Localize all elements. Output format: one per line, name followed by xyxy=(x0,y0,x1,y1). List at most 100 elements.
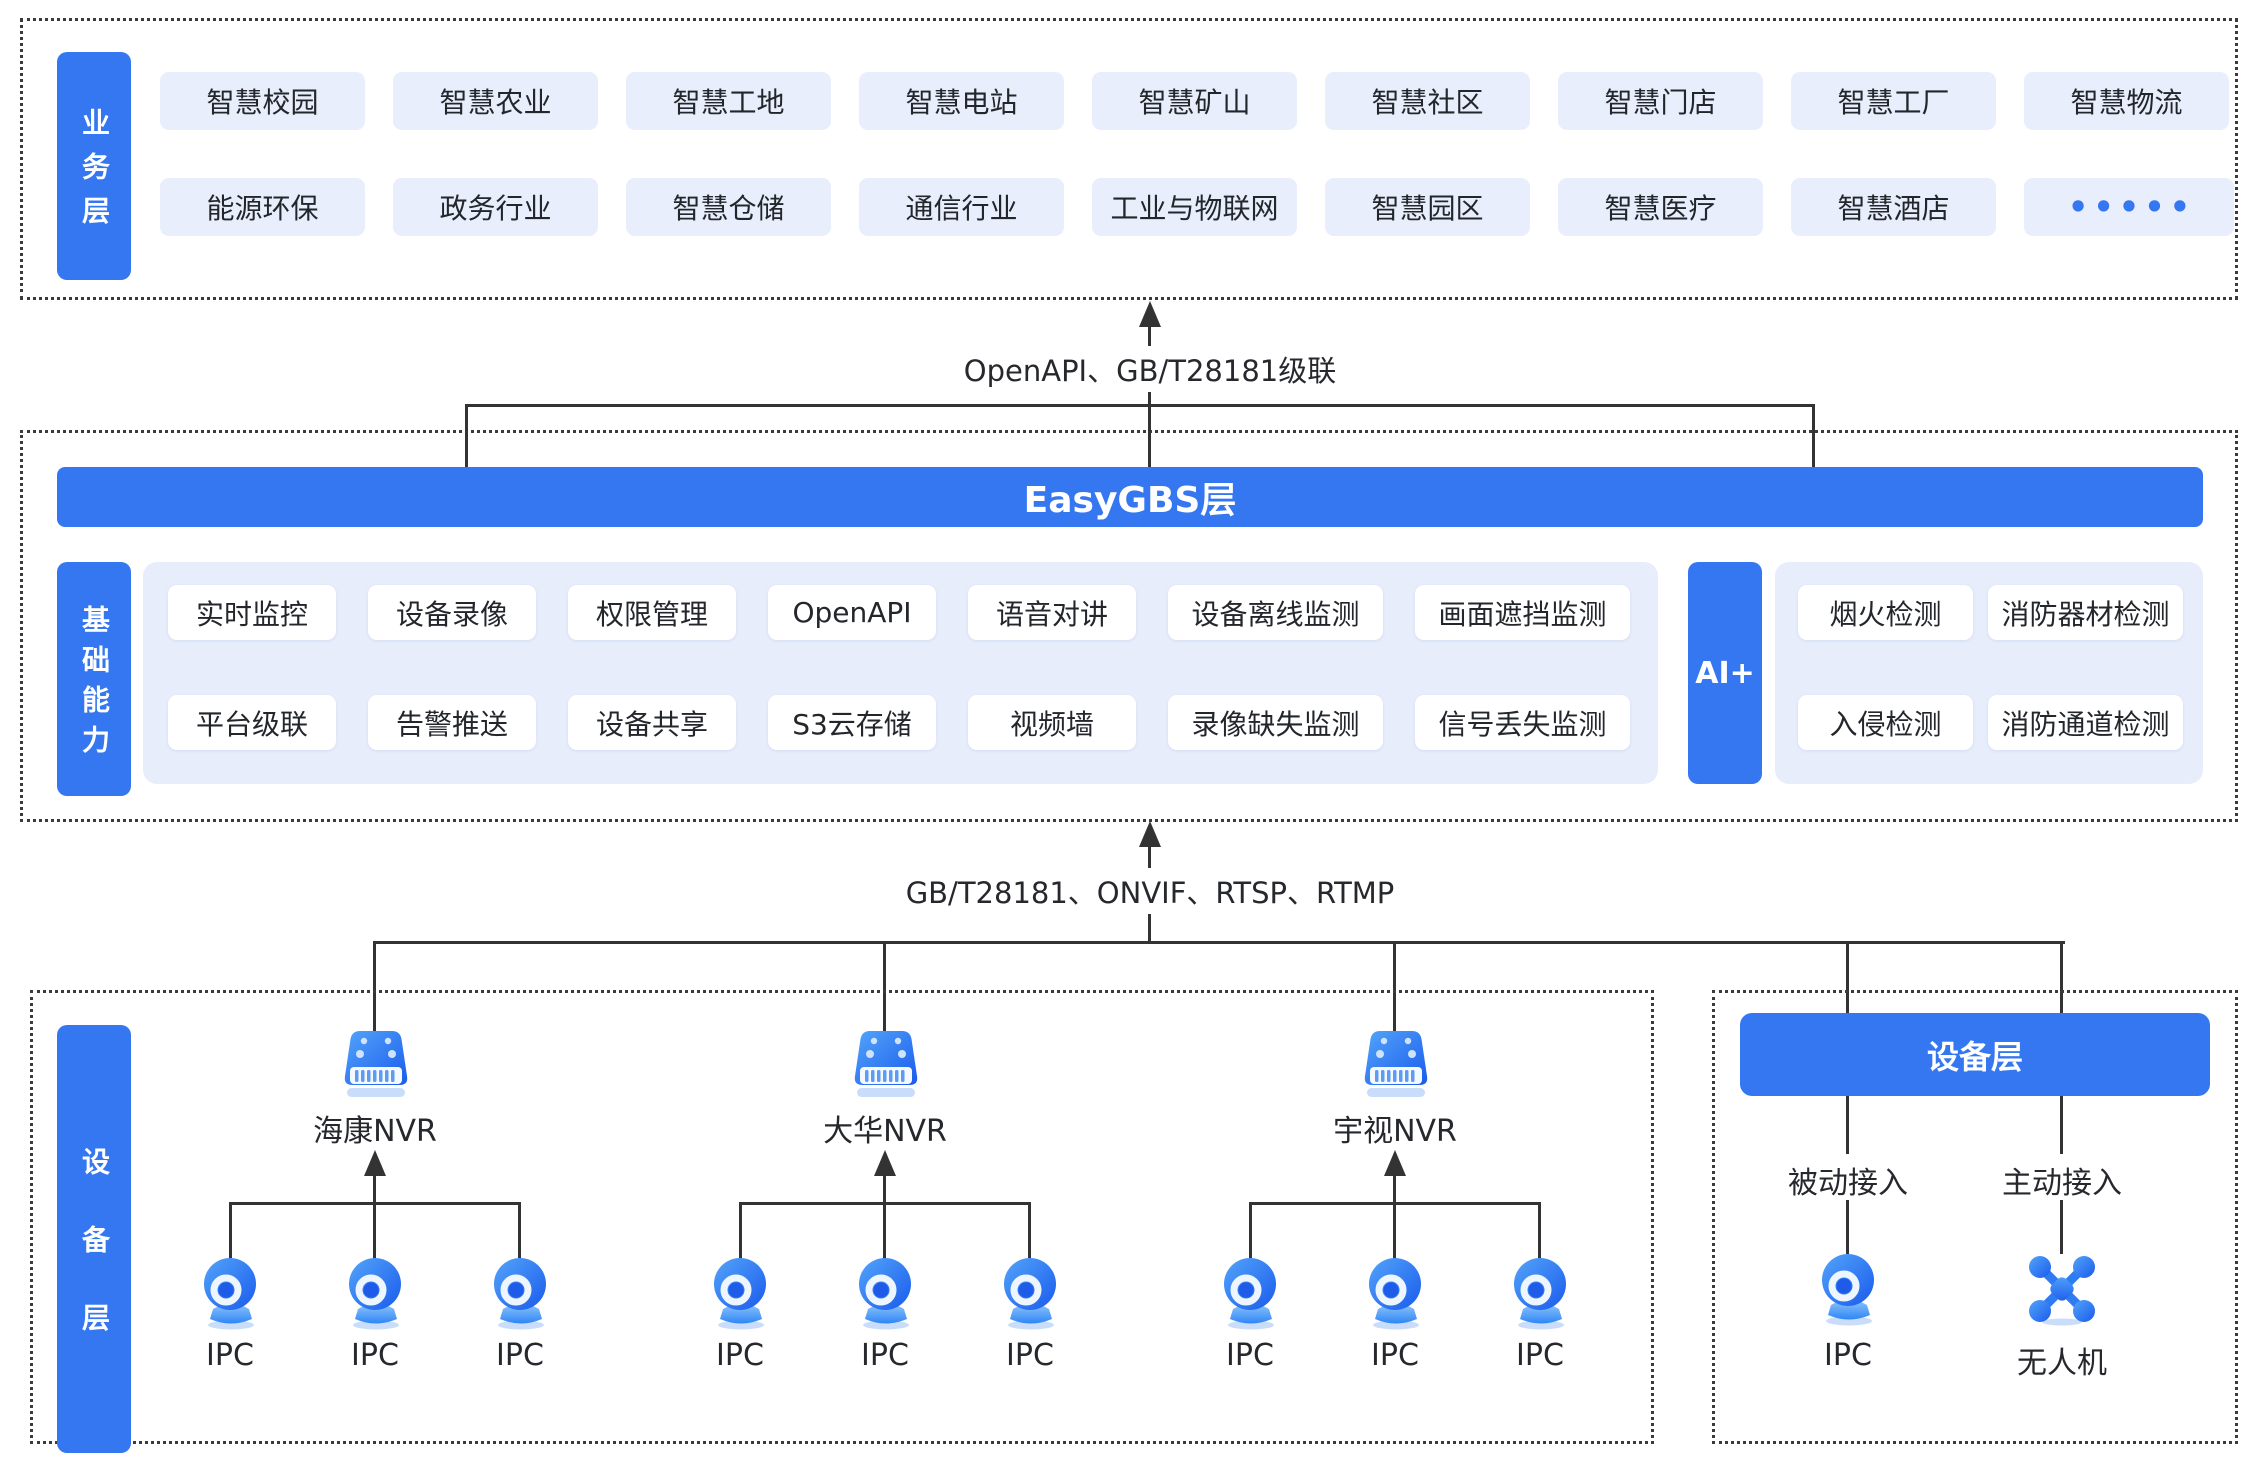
device-access-box xyxy=(1712,990,2238,1444)
access-line xyxy=(1846,1096,1849,1154)
nvr-icon xyxy=(1364,1031,1428,1097)
business-chip: 通信行业 xyxy=(859,178,1064,236)
ipc-label: IPC xyxy=(206,1338,254,1373)
business-chip: 智慧门店 xyxy=(1558,72,1763,130)
business-chip: 智慧仓储 xyxy=(626,178,831,236)
capability-chip: 设备共享 xyxy=(568,695,736,750)
nvr-label: 大华NVR xyxy=(823,1114,947,1149)
capability-chip: S3云存储 xyxy=(768,695,936,750)
business-chip: 智慧矿山 xyxy=(1092,72,1297,130)
business-chip: 智慧工厂 xyxy=(1791,72,1996,130)
ai-chip: 入侵检测 xyxy=(1798,695,1973,750)
group-stem xyxy=(1393,1173,1396,1261)
ipc-label: IPC xyxy=(351,1338,399,1373)
device-layer-box xyxy=(30,990,1654,1444)
capability-chip: 实时监控 xyxy=(168,585,336,640)
device-layer-label: 设备层 xyxy=(57,1025,131,1453)
active-access-label: 主动接入 xyxy=(2002,1166,2122,1201)
group-bracket xyxy=(739,1202,1031,1205)
business-chip: 智慧医疗 xyxy=(1558,178,1763,236)
nvr-icon xyxy=(344,1031,408,1097)
business-chip: 智慧工地 xyxy=(626,72,831,130)
group-riser xyxy=(229,1202,232,1258)
arrow-up-icon xyxy=(364,1150,386,1176)
capability-chip: 画面遮挡监测 xyxy=(1415,585,1630,640)
ipc-label: IPC xyxy=(1006,1338,1054,1373)
connector-top-drop-left xyxy=(465,404,468,467)
active-device-label: 无人机 xyxy=(2017,1346,2107,1381)
drop-line xyxy=(373,941,376,1031)
business-chip: 工业与物联网 xyxy=(1092,178,1297,236)
access-line xyxy=(2060,1200,2063,1254)
ai-chip: 消防器材检测 xyxy=(1988,585,2183,640)
ai-plus-label: AI+ xyxy=(1688,562,1762,784)
business-chip: 智慧物流 xyxy=(2024,72,2229,130)
drop-line xyxy=(2060,941,2063,1017)
business-chip: 智慧园区 xyxy=(1325,178,1530,236)
ipc-label: IPC xyxy=(716,1338,764,1373)
capability-chip: 视频墙 xyxy=(968,695,1136,750)
capability-chip: OpenAPI xyxy=(768,585,936,640)
base-capability-label: 基础能力 xyxy=(57,562,131,796)
group-riser xyxy=(739,1202,742,1258)
connector-top-label: OpenAPI、GB/T28181级联 xyxy=(947,346,1353,392)
passive-device-label: IPC xyxy=(1824,1338,1872,1373)
connector-top-stem xyxy=(1148,324,1151,467)
access-line xyxy=(1846,1200,1849,1254)
nvr-label: 海康NVR xyxy=(313,1114,437,1149)
ipc-label: IPC xyxy=(1516,1338,1564,1373)
business-chip: 智慧酒店 xyxy=(1791,178,1996,236)
group-stem xyxy=(883,1173,886,1261)
ipc-camera-icon xyxy=(349,1258,401,1330)
group-riser xyxy=(1028,1202,1031,1258)
arrow-up-icon xyxy=(1139,821,1161,847)
ipc-camera-icon xyxy=(859,1258,911,1330)
drop-line xyxy=(883,941,886,1031)
easygbs-layer-box xyxy=(20,430,2238,822)
capability-chip: 信号丢失监测 xyxy=(1415,695,1630,750)
arrow-up-icon xyxy=(874,1150,896,1176)
nvr-icon xyxy=(854,1031,918,1097)
capability-chip: 权限管理 xyxy=(568,585,736,640)
business-chip: 智慧社区 xyxy=(1325,72,1530,130)
nvr-label: 宇视NVR xyxy=(1333,1114,1457,1149)
capability-chip: 平台级联 xyxy=(168,695,336,750)
connector-top-drop-right xyxy=(1812,404,1815,467)
group-bracket xyxy=(1249,1202,1541,1205)
ipc-label: IPC xyxy=(496,1338,544,1373)
passive-access-label: 被动接入 xyxy=(1788,1166,1908,1201)
ipc-camera-icon xyxy=(494,1258,546,1330)
group-stem xyxy=(373,1173,376,1261)
ipc-label: IPC xyxy=(861,1338,909,1373)
capability-chip: 语音对讲 xyxy=(968,585,1136,640)
capability-chip: 告警推送 xyxy=(368,695,536,750)
ipc-label: IPC xyxy=(1226,1338,1274,1373)
capability-chip: 录像缺失监测 xyxy=(1168,695,1383,750)
device-access-banner: 设备层 xyxy=(1740,1013,2210,1096)
group-riser xyxy=(1249,1202,1252,1258)
ipc-camera-icon xyxy=(204,1258,256,1330)
arrow-up-icon xyxy=(1384,1150,1406,1176)
device-distributor-line xyxy=(373,941,2065,944)
drop-line xyxy=(1846,941,1849,1017)
ai-chip: 消防通道检测 xyxy=(1988,695,2183,750)
capability-chip: 设备离线监测 xyxy=(1168,585,1383,640)
access-line xyxy=(2060,1096,2063,1154)
group-riser xyxy=(1538,1202,1541,1258)
capability-chip: 设备录像 xyxy=(368,585,536,640)
group-bracket xyxy=(229,1202,521,1205)
arrow-up-icon xyxy=(1139,301,1161,327)
connector-top-bracket xyxy=(465,404,1815,407)
connector-bottom-label: GB/T28181、ONVIF、RTSP、RTMP xyxy=(889,868,1411,914)
ipc-camera-icon xyxy=(714,1258,766,1330)
ipc-label: IPC xyxy=(1371,1338,1419,1373)
ipc-camera-icon xyxy=(1514,1258,1566,1330)
ipc-camera-icon xyxy=(1004,1258,1056,1330)
ipc-camera-icon xyxy=(1224,1258,1276,1330)
ipc-camera-icon xyxy=(1369,1258,1421,1330)
business-chip: 能源环保 xyxy=(160,178,365,236)
drone-icon xyxy=(2029,1256,2095,1326)
ai-chip: 烟火检测 xyxy=(1798,585,1973,640)
business-layer-label: 业务层 xyxy=(57,52,131,280)
